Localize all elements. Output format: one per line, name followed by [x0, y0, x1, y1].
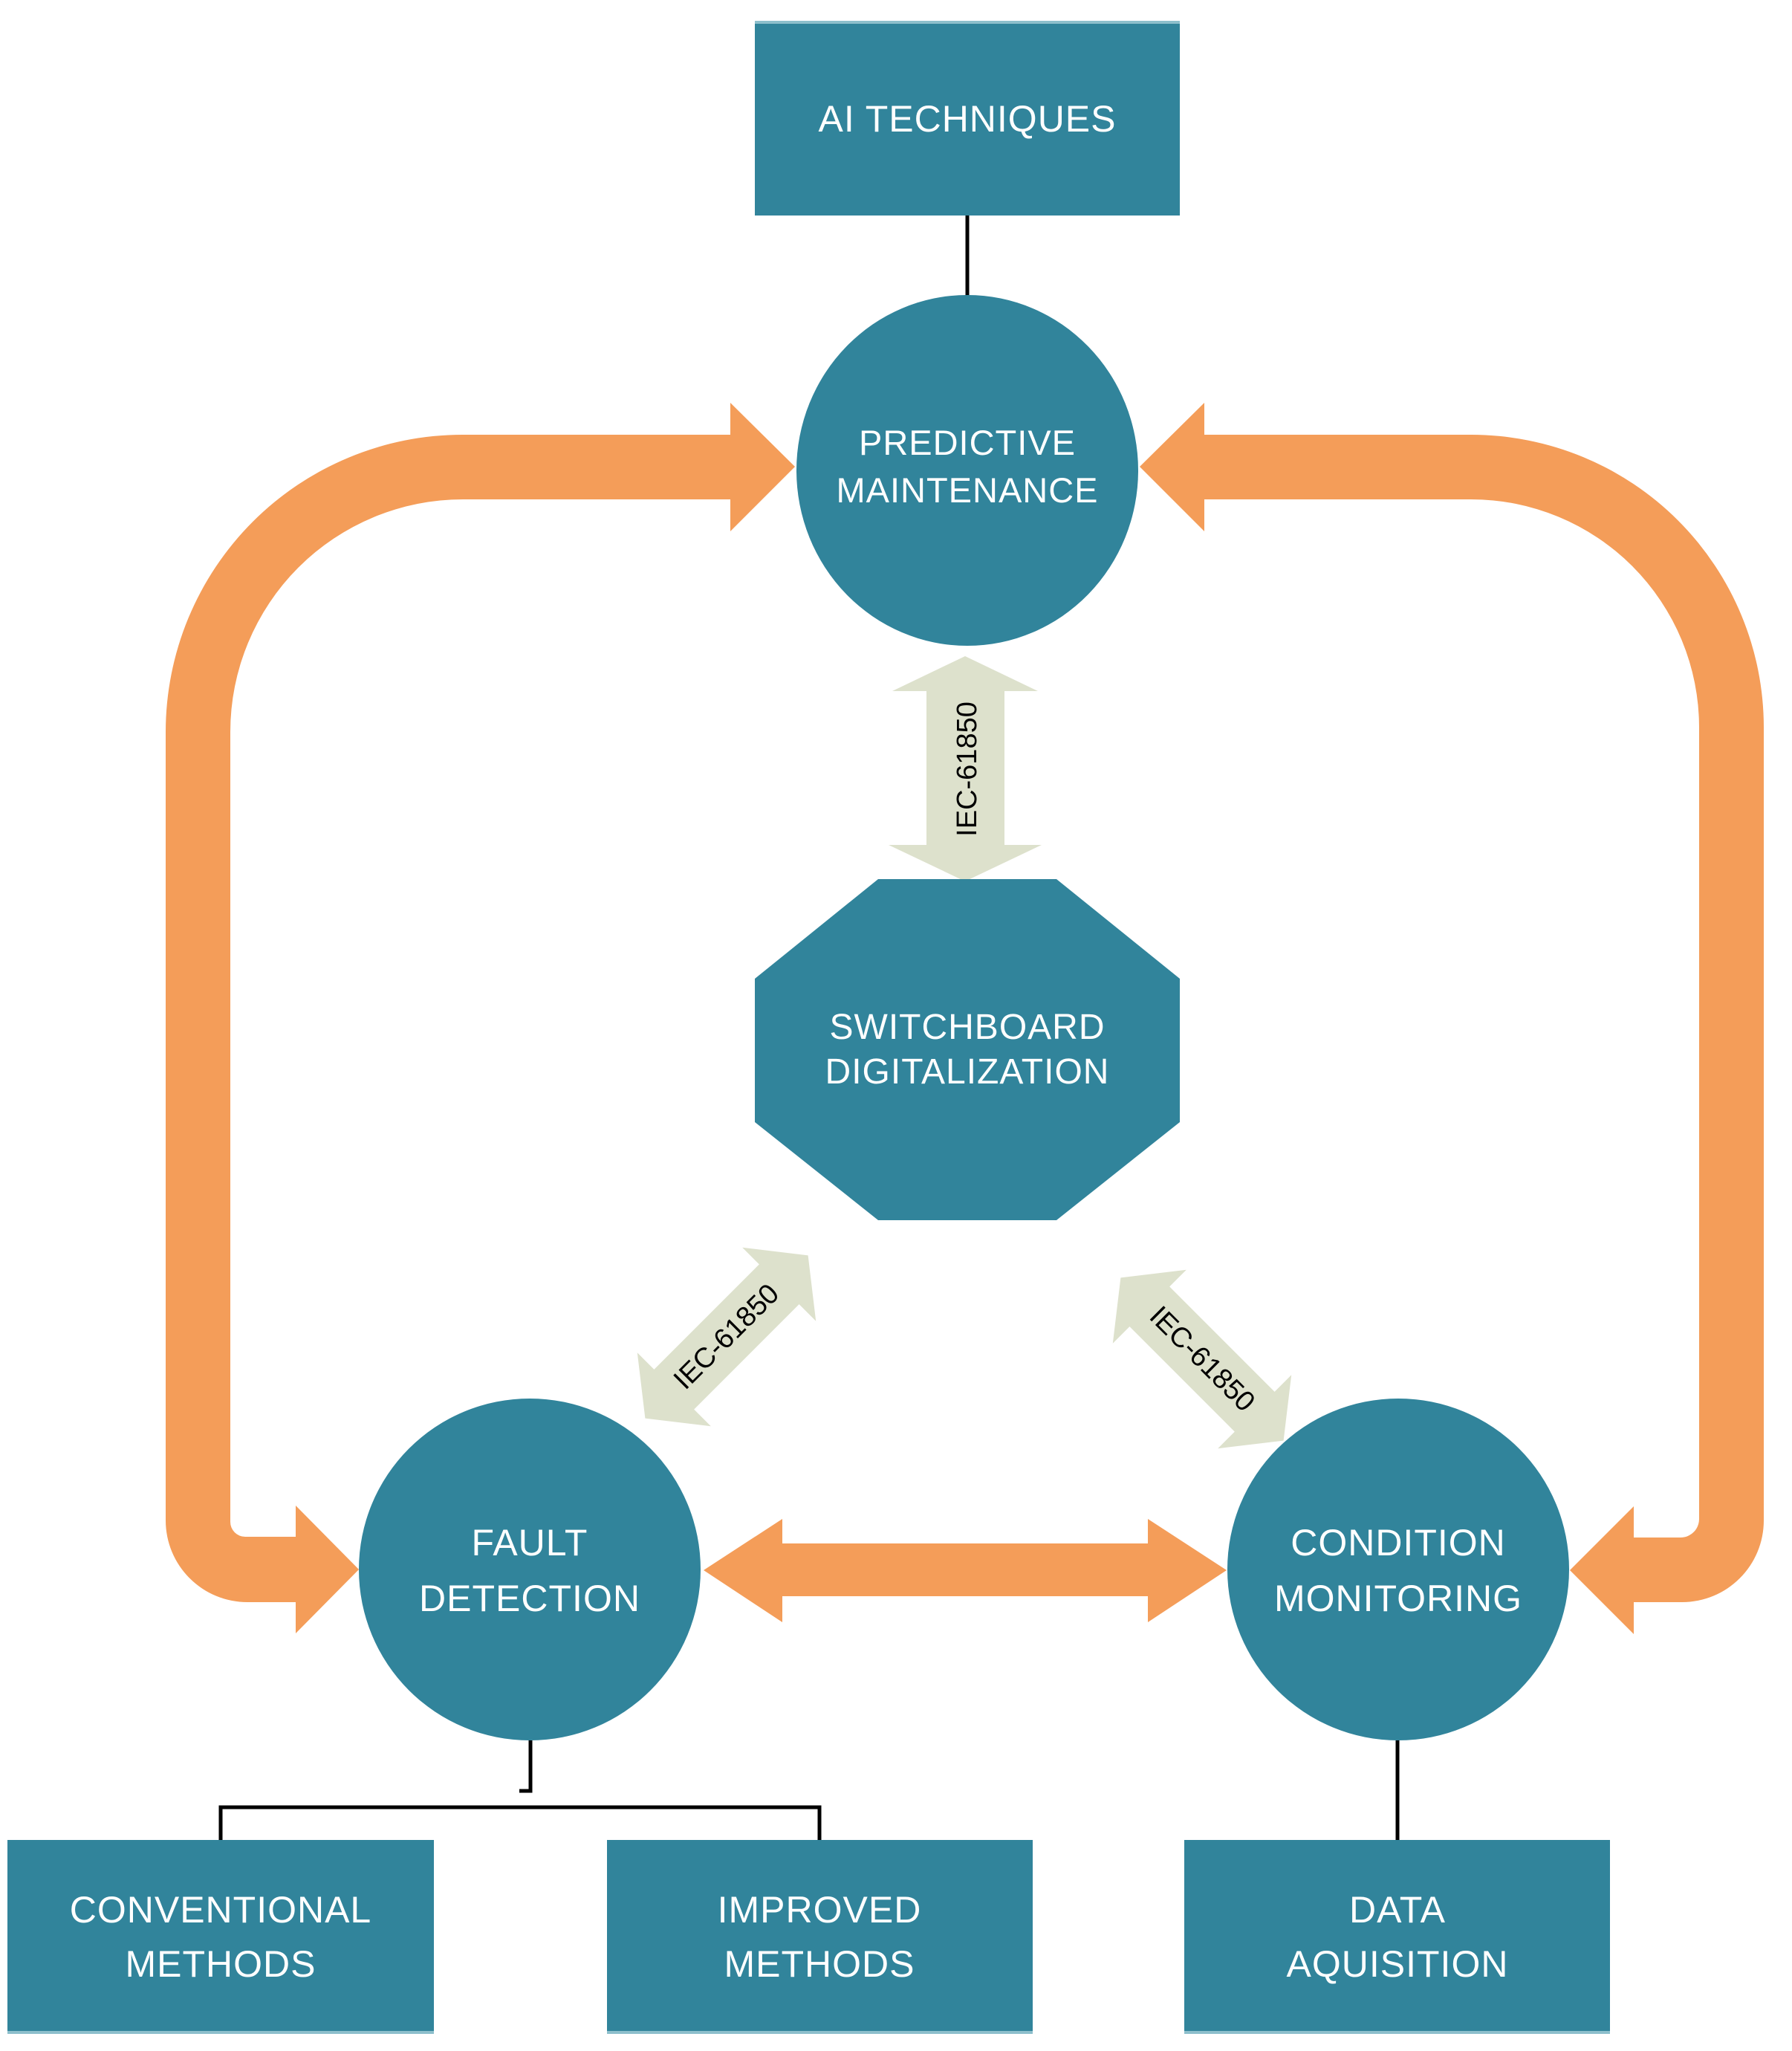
node-data-aquisition[interactable]: DATA AQUISITION: [1184, 1840, 1610, 2034]
node-shape: [7, 1840, 434, 2031]
node-shape: [607, 1840, 1033, 2031]
flow-arrow-left-loop: [166, 403, 795, 1633]
node-shape: [796, 295, 1138, 646]
connector-fault-down: [519, 1740, 533, 1793]
box-edge: [7, 2031, 434, 2034]
box-edge: [1184, 2031, 1610, 2034]
node-label: AI TECHNIQUES: [818, 98, 1116, 140]
node-switchboard-digitalization[interactable]: SWITCHBOARD DIGITALIZATION: [755, 879, 1180, 1220]
node-shape: [755, 24, 1180, 216]
node-conventional-methods[interactable]: CONVENTIONAL METHODS: [7, 1840, 434, 2034]
iec-label-right-diagonal: IEC-61850: [1143, 1300, 1261, 1418]
flow-arrow-fault-condition: [704, 1519, 1227, 1622]
node-label-line2: MONITORING: [1274, 1578, 1522, 1619]
iec-label-left-diagonal: IEC-61850: [668, 1278, 785, 1396]
node-label-line1: IMPROVED: [718, 1889, 922, 1931]
box-edge: [607, 2031, 1033, 2034]
node-fault-detection[interactable]: FAULT DETECTION: [359, 1399, 701, 1740]
node-label-line1: SWITCHBOARD: [830, 1008, 1106, 1047]
node-label-line2: DETECTION: [419, 1578, 640, 1619]
node-condition-monitoring[interactable]: CONDITION MONITORING: [1227, 1399, 1569, 1740]
iec-arrow-fault-switchboard: IEC-61850: [637, 1247, 817, 1427]
iec-arrow-shape: [889, 656, 1042, 881]
node-predictive-maintenance[interactable]: PREDICTIVE MAINTENANCE: [796, 295, 1138, 646]
node-label-line1: CONDITION: [1291, 1522, 1506, 1564]
node-label-line2: AQUISITION: [1287, 1943, 1509, 1985]
iec-arrow-shape: [1112, 1269, 1292, 1449]
node-ai-techniques[interactable]: AI TECHNIQUES: [755, 21, 1180, 216]
flow-arrow-right-loop: [1140, 403, 1764, 1634]
node-label-line1: FAULT: [472, 1522, 588, 1564]
node-label-line1: CONVENTIONAL: [70, 1889, 372, 1931]
iec-label-vertical: IEC-61850: [952, 702, 983, 837]
box-edge: [755, 21, 1180, 24]
node-shape: [1227, 1399, 1569, 1740]
node-label-line2: METHODS: [724, 1943, 915, 1985]
node-label-line2: METHODS: [126, 1943, 316, 1985]
node-shape: [359, 1399, 701, 1740]
node-improved-methods[interactable]: IMPROVED METHODS: [607, 1840, 1033, 2034]
node-label-line1: PREDICTIVE: [859, 423, 1076, 462]
node-label-line2: DIGITALIZATION: [825, 1052, 1110, 1092]
node-shape: [755, 879, 1180, 1220]
node-shape: [1184, 1840, 1610, 2031]
node-label-line1: DATA: [1349, 1889, 1446, 1931]
iec-arrow-predictive-switchboard: IEC-61850: [889, 656, 1042, 881]
iec-arrow-shape: [637, 1247, 817, 1427]
connector-fault-bracket: [218, 1805, 822, 1840]
node-label-line2: MAINTENANCE: [836, 470, 1098, 510]
